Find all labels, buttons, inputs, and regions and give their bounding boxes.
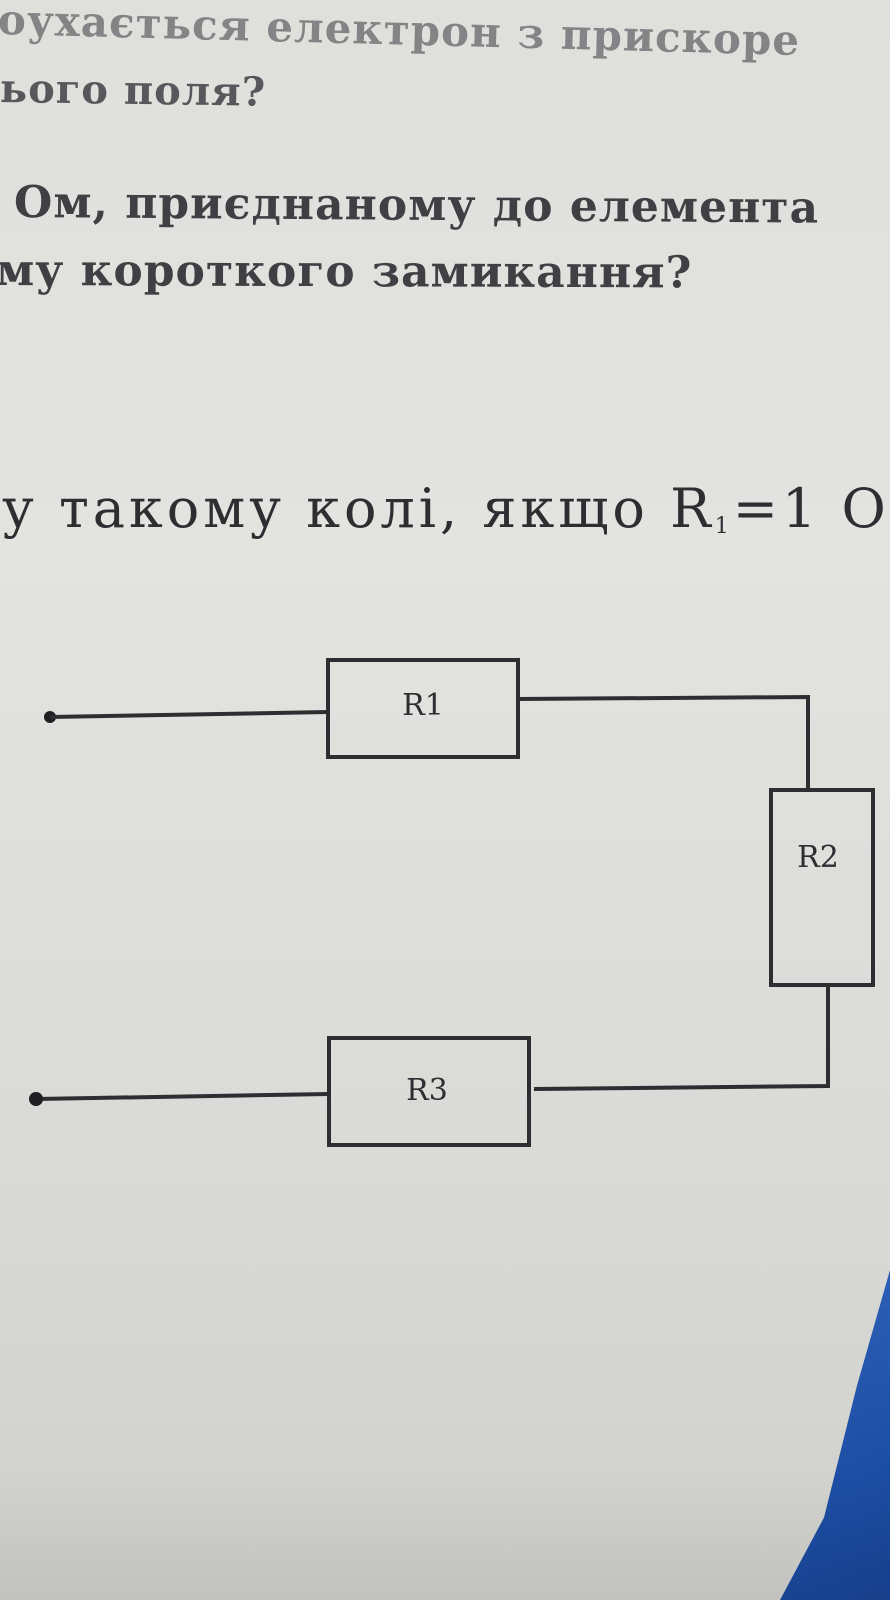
resistor-r3 (327, 1036, 531, 1147)
wire-top-left (49, 710, 329, 719)
resistor-r1 (326, 658, 520, 759)
resistor-r2 (769, 788, 875, 987)
problem-text-line-5: у такому колі, якщо R1=1 О (2, 477, 890, 540)
line-5-text-b: =1 О (732, 477, 890, 540)
wire-bottom-left (35, 1092, 330, 1101)
resistor-r2-label: R2 (797, 840, 839, 875)
wire-top-right (517, 694, 810, 788)
line-5-text-a: у такому колі, якщо R (2, 477, 715, 540)
wire-bottom-right (533, 985, 830, 1091)
resistor-r3-label: R3 (406, 1073, 448, 1108)
terminal-bottom (29, 1092, 43, 1106)
page-shadow (0, 1470, 890, 1600)
line-5-subscript: 1 (714, 514, 733, 539)
resistor-r1-label: R1 (402, 688, 444, 723)
